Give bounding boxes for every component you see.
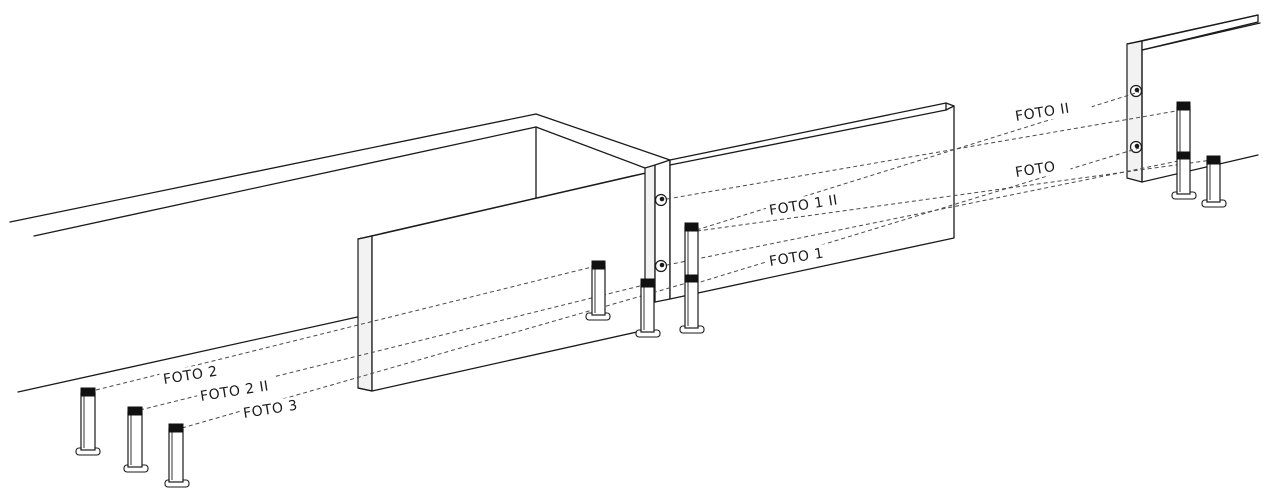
label-foto-3: FOTO 3 [242, 398, 299, 422]
wall-sensors [654, 84, 1143, 273]
right-wall-block [1126, 14, 1261, 183]
label-foto-2: FOTO 2 [162, 364, 219, 388]
sensor-foto-1-ii [654, 193, 668, 207]
post-inner-center [635, 278, 661, 338]
sensor-foto-ii [1129, 84, 1143, 98]
post-foto-3 [164, 423, 190, 488]
label-foto-ii: FOTO II [1014, 101, 1071, 125]
post-right-short [1201, 155, 1227, 208]
post-double-tall [679, 222, 705, 334]
post-right-tall [1171, 101, 1197, 200]
post-foto-2 [75, 387, 101, 456]
sensor-foto-1 [654, 259, 668, 273]
post-foto-2-ii [123, 406, 149, 473]
beam-labels: FOTO 2 FOTO 2 II FOTO 3 FOTO 1 II FOTO 1… [159, 96, 1093, 423]
sensor-foto [1129, 140, 1143, 154]
label-foto: FOTO [1014, 159, 1057, 181]
label-foto-2-ii: FOTO 2 II [199, 378, 270, 405]
post-inner-left [585, 260, 611, 321]
